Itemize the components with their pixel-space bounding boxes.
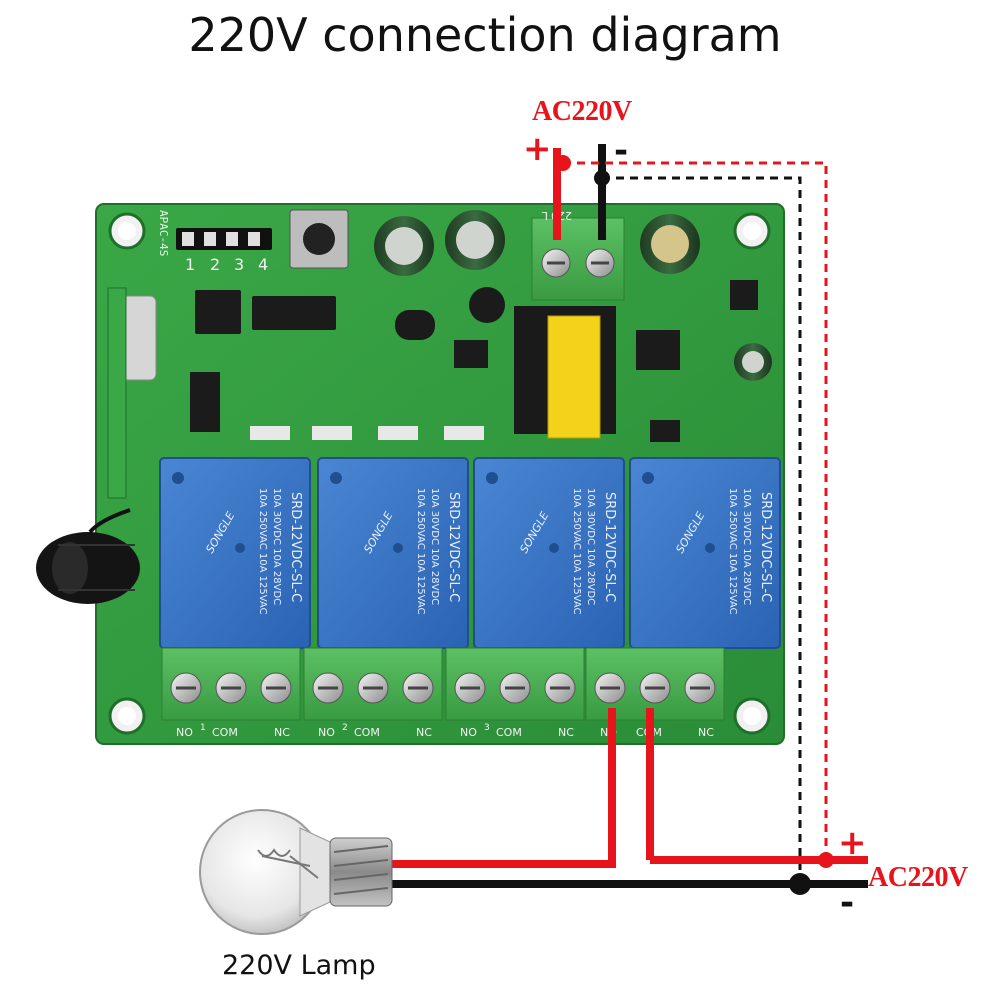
mounting-holes xyxy=(108,212,771,735)
power-terminal-block: 220 L xyxy=(531,209,625,301)
channel-pin-labels: 1 2 3 4 xyxy=(185,255,268,274)
power-terminal-label-l: L xyxy=(541,209,548,222)
terminal-nc-label: NC xyxy=(698,726,714,739)
relay-model-2: SRD-12VDC-SL-C xyxy=(446,492,461,602)
terminal-nc-label: NC xyxy=(274,726,290,739)
relay-rating2-4: 10A 30VDC 10A 28VDC xyxy=(741,488,752,605)
ic-driver xyxy=(252,296,336,330)
diagram-title: 220V connection diagram xyxy=(188,8,782,62)
terminal-no-label: NO xyxy=(460,726,477,739)
relay-rating1-3: 10A 250VAC 10A 125VAC xyxy=(571,488,582,615)
relay-model-3: SRD-12VDC-SL-C xyxy=(602,492,617,602)
relay-rating1-2: 10A 250VAC 10A 125VAC xyxy=(415,488,426,615)
terminal-channel-number: 2 xyxy=(342,723,348,733)
minus-label-right: - xyxy=(840,883,855,923)
relay-rating1-1: 10A 250VAC 10A 125VAC xyxy=(257,488,268,615)
jumper-header xyxy=(176,228,272,250)
lamp xyxy=(199,809,393,935)
terminal-block-2: NO COM NC 2 xyxy=(303,647,443,739)
minus-label-top: - xyxy=(614,131,629,171)
smd-components xyxy=(190,280,758,442)
relay-rating2-3: 10A 30VDC 10A 28VDC xyxy=(585,488,596,605)
no-to-lamp-wire xyxy=(392,708,616,868)
ic-decoder xyxy=(195,290,241,334)
lamp-label: 220V Lamp xyxy=(222,950,376,981)
relay-rating2-2: 10A 30VDC 10A 28VDC xyxy=(429,488,440,605)
terminal-com-label: COM xyxy=(212,726,238,739)
terminal-block-3: NO COM NC 3 xyxy=(445,647,585,739)
capacitors xyxy=(374,210,772,381)
pin-label-3: 3 xyxy=(234,255,244,274)
antenna xyxy=(36,508,140,604)
transformer xyxy=(514,306,616,439)
lamp-filament xyxy=(257,848,291,857)
relay-module-board: APAC-4S 1 2 3 4 xyxy=(95,203,785,745)
relay-rating1-4: 10A 250VAC 10A 125VAC xyxy=(727,488,738,615)
board-model-label: APAC-4S xyxy=(157,210,170,256)
crystal xyxy=(121,295,157,381)
transistor xyxy=(395,310,435,340)
transistor-2 xyxy=(469,287,505,323)
live-junction-bottom xyxy=(818,852,834,868)
relay-model-4: SRD-12VDC-SL-C xyxy=(758,492,773,602)
terminal-no-label: NO xyxy=(176,726,193,739)
pin-label-1: 1 xyxy=(185,255,195,274)
wiring xyxy=(392,144,868,895)
terminal-nc-label: NC xyxy=(416,726,432,739)
neutral-junction-bottom xyxy=(789,873,811,895)
pin-label-4: 4 xyxy=(258,255,268,274)
learn-button xyxy=(289,209,349,269)
terminal-channel-number: 1 xyxy=(200,723,206,733)
terminal-no-label: NO xyxy=(318,726,335,739)
relay-rating2-1: 10A 30VDC 10A 28VDC xyxy=(271,488,282,605)
plus-label-top: + xyxy=(523,129,552,169)
terminal-com-label: COM xyxy=(354,726,380,739)
pin-label-2: 2 xyxy=(210,255,220,274)
plus-label-right: + xyxy=(838,823,867,863)
live-dashed-link xyxy=(563,161,828,860)
rf-module xyxy=(107,287,127,499)
ac220v-label-top: AC220V xyxy=(532,96,632,127)
ac220v-label-right: AC220V xyxy=(868,862,968,893)
terminal-nc-label: NC xyxy=(558,726,574,739)
relay-model-1: SRD-12VDC-SL-C xyxy=(288,492,303,602)
terminal-com-label: COM xyxy=(496,726,522,739)
terminal-block-1: NO COM NC 1 xyxy=(161,647,301,739)
neutral-dashed-link xyxy=(602,176,802,884)
terminal-channel-number: 3 xyxy=(484,723,490,733)
